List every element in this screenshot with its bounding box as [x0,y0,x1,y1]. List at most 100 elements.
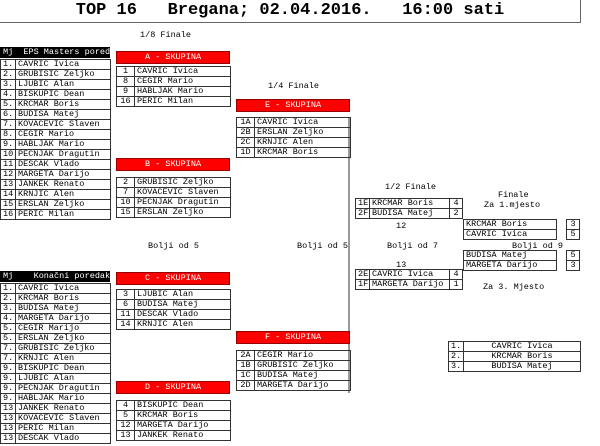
final-standings-header: Mj Konačni poredak [0,271,110,282]
player-name-cell: GRUBIŠIĆ Željko [15,69,111,80]
rank-cell: 2. [0,69,16,80]
seed-cell: 1A [236,117,255,128]
table-row: 13.JANKEK Renato [0,179,111,190]
player-name-cell: ERSLAN Željko [15,199,111,210]
player-name-cell: BUDIŠA Matej [254,370,351,381]
table-row: 3.LJUBIĆ Alan [0,79,111,90]
player-name-cell: HABLJAK Mario [15,393,111,404]
table-row: 9.LJUBIĆ Alan [0,373,111,384]
player-name-cell: BUDIŠA Matej [369,208,450,219]
player-name-cell: MARGETA Darijo [463,260,557,271]
score-cell: 5 [566,229,580,240]
player-name-cell: ČEGIR Mario [134,76,231,87]
player-name-cell: JANKEK Renato [134,430,231,441]
table-row: 7.KOVAČEVIĆ Slaven [0,119,111,130]
player-name-cell: CAVRIĆ Ivica [254,117,351,128]
rank-cell: 4. [0,89,16,100]
table-row: 13.PERIĆ Milan [0,423,111,434]
seed-cell: 2D [236,380,255,391]
rank-cell: 9. [0,393,16,404]
table-row: 9.HABLJAK Mario [0,393,111,404]
table-row: 1.CAVRIĆ Ivica [448,341,581,352]
player-name-cell: BUDIŠA Matej [463,361,581,372]
table-row: 9.BIŠKUPIĆ Dean [0,363,111,374]
player-name-cell: CAVRIĆ Ivica [369,269,450,280]
score-cell: 4 [449,198,463,209]
seed-cell: 15 [116,207,135,218]
rank-cell: 13. [0,403,16,414]
player-name-cell: KRČMAR Boris [254,147,351,158]
table-row: 2.KRČMAR Boris [0,293,111,304]
table-row: CAVRIĆ Ivica [463,229,557,240]
round-of-16-label: 1/8 Finale [140,30,192,40]
table-row: KRČMAR Boris [463,219,557,230]
player-name-cell: LJUBIĆ Alan [15,79,111,90]
table-row: 11.DEŠČAK Vlado [0,159,111,170]
player-name-cell: GRUBIŠIĆ Željko [15,343,111,354]
seed-cell: 3 [116,289,135,300]
seed-cell: 11 [116,309,135,320]
seed-cell: 2B [236,127,255,138]
table-row: 5.ERSLAN Željko [0,333,111,344]
seed-cell: 1D [236,147,255,158]
player-name-cell: CAVRIĆ Ivica [463,341,581,352]
player-name-cell: CAVRIĆ Ivica [463,229,557,240]
score-cell: 5 [566,250,580,261]
player-name-cell: DEŠČAK Vlado [134,309,231,320]
rank-cell: 13. [0,423,16,434]
player-name-cell: BUDIŠA Matej [134,299,231,310]
rank-cell: 1. [448,341,464,352]
player-name-cell: KOVAČEVIĆ Slaven [15,119,111,130]
rank-cell: 3. [448,361,464,372]
table-row: 13.KOVAČEVIĆ Slaven [0,413,111,424]
rank-cell: 2. [0,293,16,304]
player-name-cell: DEŠČAK Vlado [15,159,111,170]
player-name-cell: KOVAČEVIĆ Slaven [15,413,111,424]
player-name-cell: BUDIŠA Matej [15,303,111,314]
rank-cell: 4. [0,313,16,324]
table-row: 3 [566,219,580,230]
player-name-cell: JANKEK Renato [15,179,111,190]
player-name-cell: BUDIŠA Matej [463,250,557,261]
rank-cell: 5. [0,333,16,344]
seed-cell: 1C [236,370,255,381]
rank-cell: 5. [0,323,16,334]
player-name-cell: ERSLAN Željko [134,207,231,218]
player-name-cell: PERIĆ Milan [134,96,231,107]
seed-cell: 4 [116,400,135,411]
player-name-cell: PEČNJAK Dragutin [134,197,231,208]
player-name-cell: DEŠČAK Vlado [15,433,111,444]
seed-cell: 1B [236,360,255,371]
player-name-cell: KRČMAR Boris [463,219,557,230]
score-cell: 1 [449,279,463,290]
player-name-cell: MARGETA Darijo [369,279,450,290]
group-e-header: E - SKUPINA [236,99,350,112]
table-row: 5.ČEGIR Marijo [0,323,111,334]
player-name-cell: HABLJAK Mario [134,86,231,97]
player-name-cell: KRNJIĆ Alen [15,353,111,364]
player-name-cell: PERIĆ Milan [15,423,111,434]
player-name-cell: HABLJAK Mario [15,139,111,150]
table-row: 6.BUDIŠA Matej [0,109,111,120]
